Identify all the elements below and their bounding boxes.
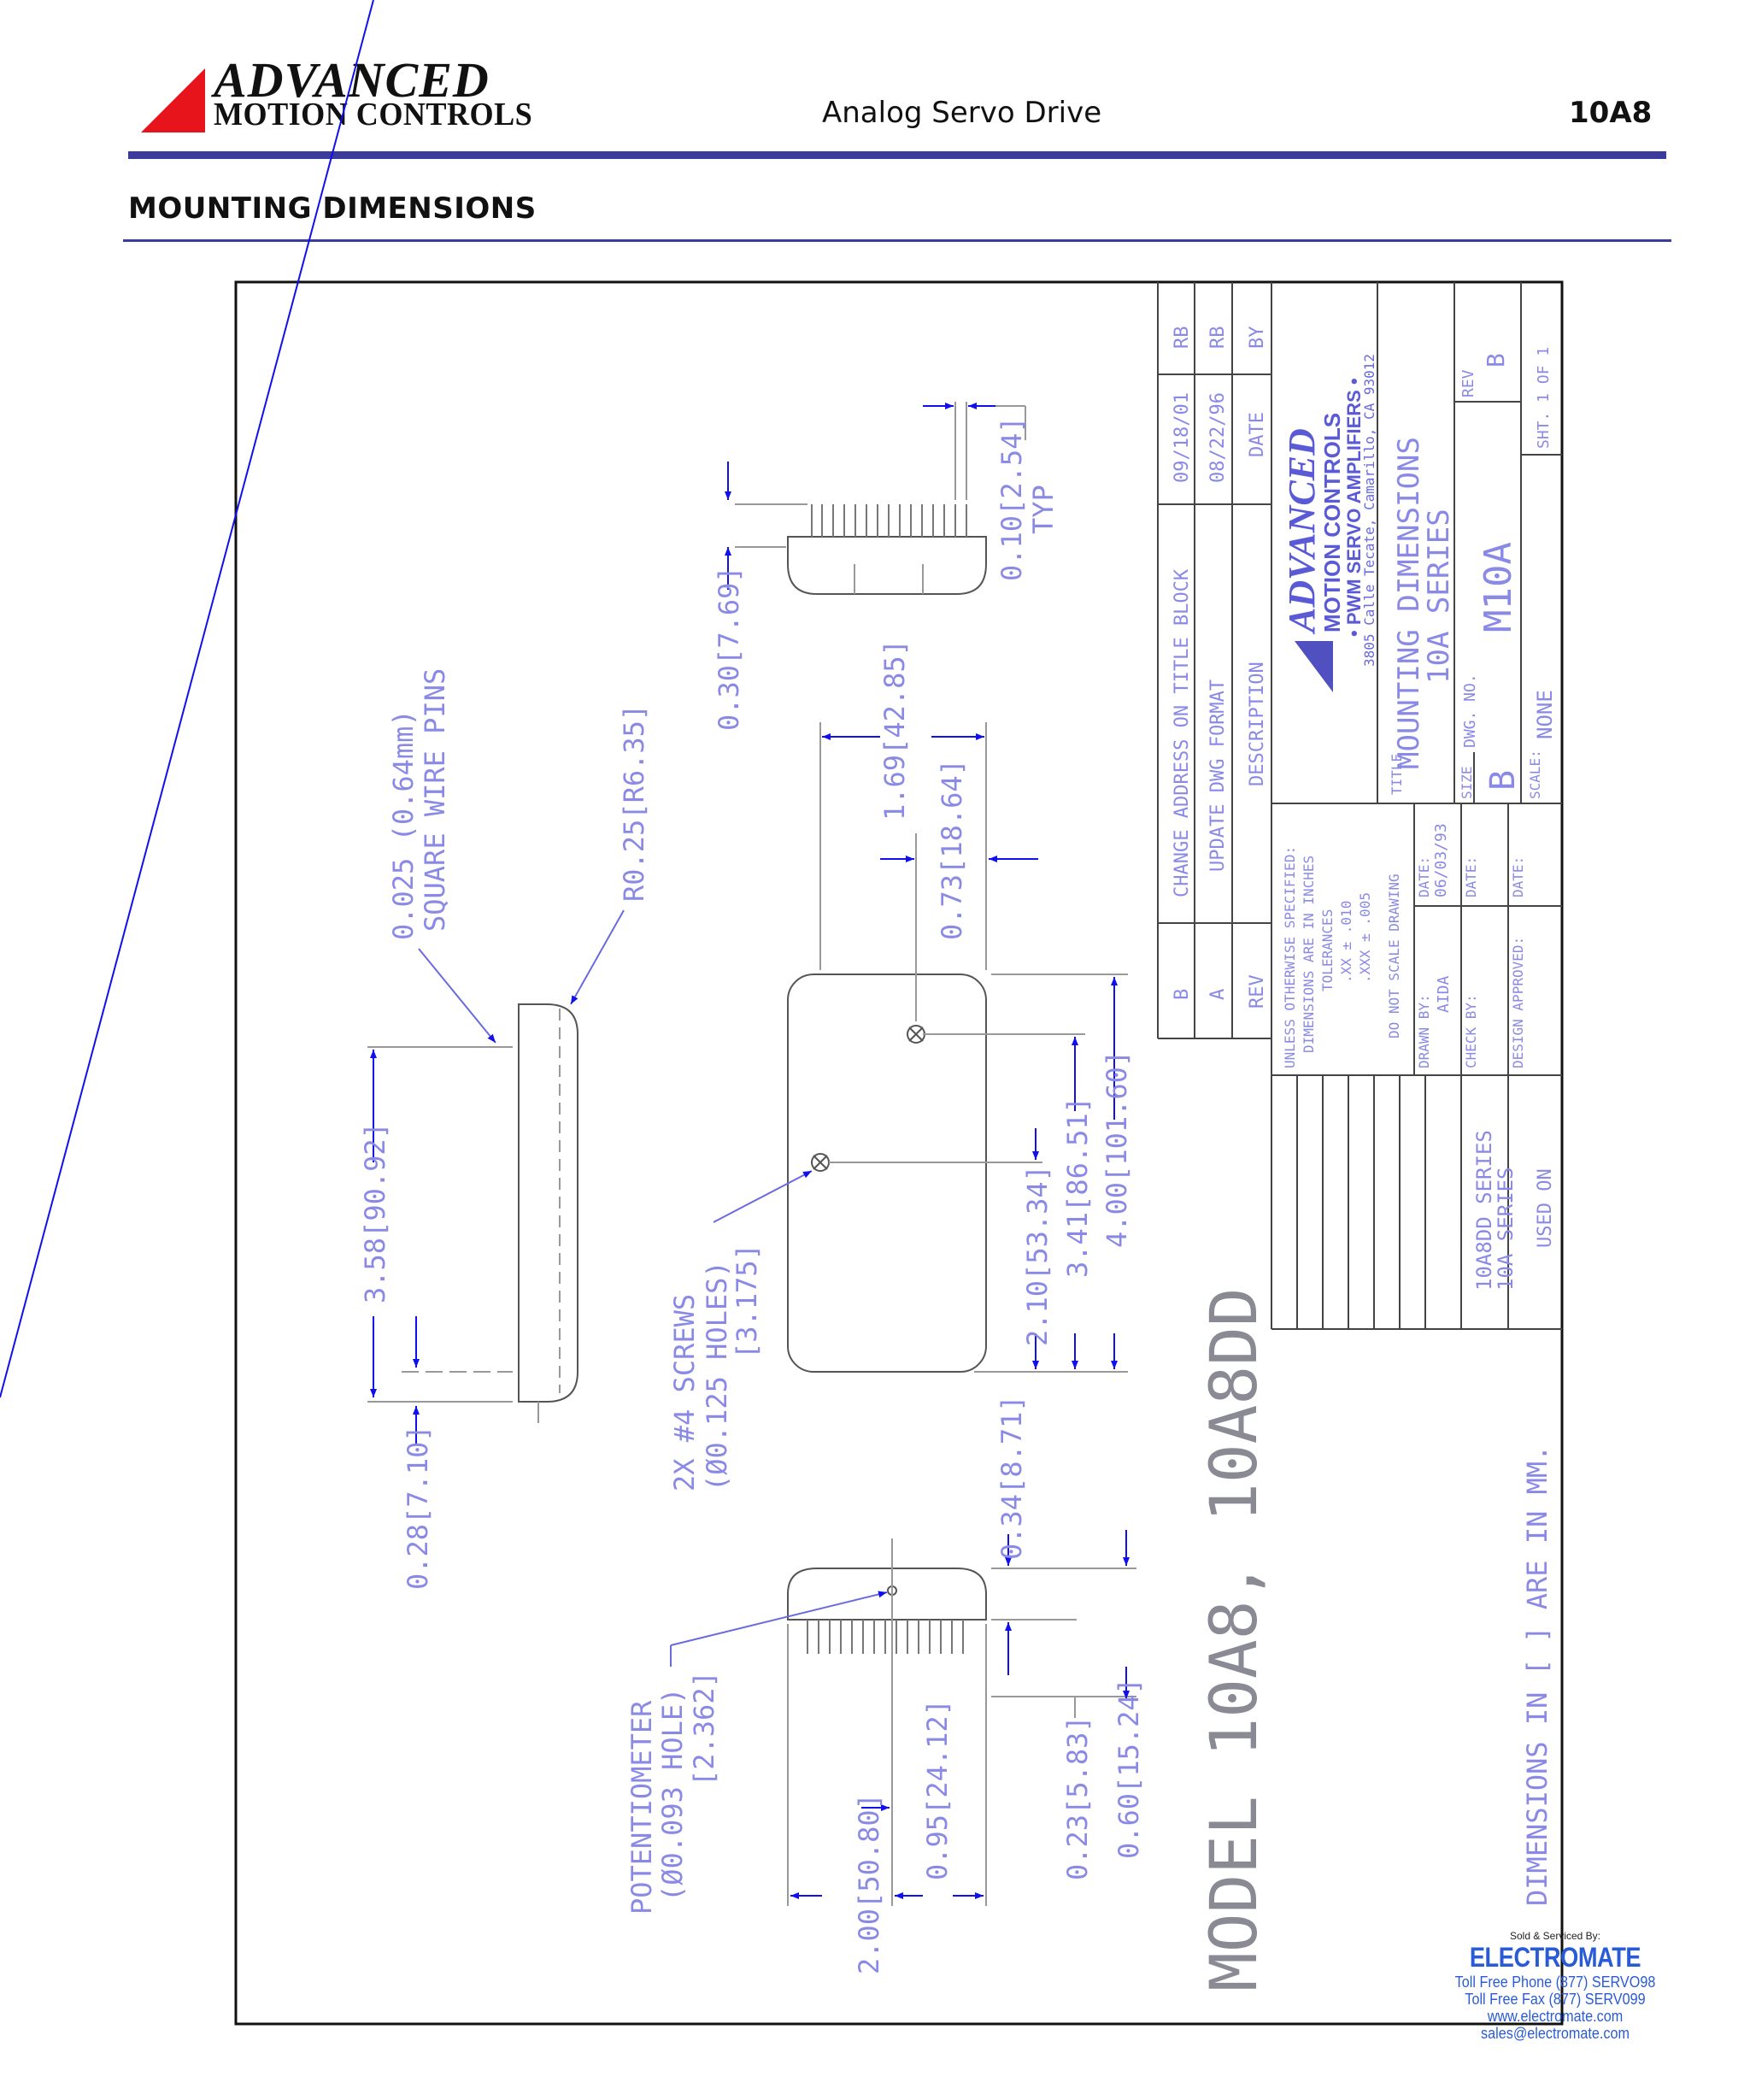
drawn-by-value: AIDA (1435, 975, 1453, 1013)
top-view (787, 504, 987, 595)
rev-b-description: CHANGE ADDRESS ON TITLE BLOCK (1172, 568, 1193, 897)
brand-line-1: ADVANCED (214, 52, 490, 108)
dim-top-pitch-typ: TYP (1027, 485, 1060, 534)
scale-label: SCALE: (1527, 750, 1543, 799)
approved-label: DESIGN APPROVED: (1510, 937, 1526, 1068)
note-pot-2: (Ø0.093 HOLE) (656, 1688, 689, 1902)
note-pins-1: 0.025 (0.64mm) (387, 709, 420, 940)
size-value: B (1483, 770, 1523, 791)
bottom-view (787, 1538, 987, 1906)
title-block-logo-mark (1295, 641, 1333, 692)
dim-front-length: 4.00[101.60] (1101, 1050, 1133, 1248)
rev-label: REV (1459, 369, 1477, 397)
dim-front-hole-y2: 3.41[86.51] (1061, 1097, 1094, 1278)
distributor-sold-by: Sold & Serviced By: (1509, 1930, 1601, 1942)
dim-front-width: 1.69[42.85] (878, 639, 911, 821)
sheet-number: SHT. 1 OF 1 (1535, 347, 1553, 449)
tolerance-line-6: DO NOT SCALE DRAWING (1386, 874, 1402, 1038)
dim-top-pitch: 0.10[2.54] (995, 416, 1028, 581)
note-radius: R0.25[R6.35] (618, 704, 650, 902)
dim-bottom-width: 2.00[50.80] (853, 1793, 885, 1974)
model-number: 10A8 (1569, 96, 1653, 130)
note-screws-1: 2X #4 SCREWS (668, 1294, 701, 1491)
title-block (1157, 282, 1562, 1330)
title-line-2: 10A SERIES (1422, 509, 1456, 684)
rev-a-code: A (1207, 989, 1229, 1000)
check-date-label: DATE: (1463, 856, 1479, 897)
distributor-website[interactable]: www.electromate.com (1487, 2008, 1624, 2025)
note-pot-1: POTENTIOMETER (625, 1700, 658, 1915)
distributor-stamp: Sold & Serviced By: ELECTROMATE Toll Fre… (1384, 1930, 1726, 2042)
dim-bottom-depth: 0.60[15.24] (1113, 1678, 1145, 1859)
front-view-dimensions (713, 722, 1128, 1373)
dim-side-offset: 0.28[7.10] (402, 1425, 434, 1590)
distributor-email[interactable]: sales@electromate.com (1480, 2025, 1630, 2042)
tolerance-line-4: .XX ± .010 (1338, 901, 1354, 983)
title-label: TITLE (1389, 754, 1405, 795)
col-rev: REV (1247, 974, 1268, 1009)
drawn-by-label: DRAWN BY: (1416, 994, 1432, 1068)
header-divider (128, 151, 1666, 159)
brand-line-2: MOTION CONTROLS (214, 97, 533, 132)
title-block-company-2: MOTION CONTROLS (1319, 413, 1345, 632)
dim-bottom-pot-x: 0.95[24.12] (921, 1699, 954, 1880)
approved-date-label: DATE: (1510, 856, 1526, 897)
drawing-border (234, 280, 1564, 2026)
used-on-1: 10A8DD SERIES (1472, 1130, 1496, 1291)
dim-bottom-pot-y: 0.23[5.83] (1061, 1715, 1094, 1880)
section-title: MOUNTING DIMENSIONS (128, 191, 537, 226)
front-view (787, 974, 987, 1373)
bottom-view-dimensions (670, 1530, 1136, 1899)
tolerance-line-5: .XXX ± .005 (1357, 892, 1373, 983)
dim-bottom-edge: 0.34[8.71] (995, 1395, 1028, 1560)
col-date: DATE (1247, 412, 1268, 457)
dwg-number-label: DWG. NO. (1461, 674, 1479, 748)
title-line-1: MOUNTING DIMENSIONS (1392, 437, 1426, 769)
top-view-dimensions (725, 402, 1026, 590)
note-pot-3: [2.362] (688, 1671, 720, 1786)
model-title: MODEL 10A8, 10A8DD (1195, 1287, 1271, 1991)
tolerance-line-3: TOLERANCES (1319, 909, 1336, 991)
check-by-label: CHECK BY: (1463, 994, 1479, 1068)
advanced-motion-controls-logo (141, 68, 205, 132)
dim-top-thickness: 0.30[7.69] (713, 566, 745, 731)
note-screws-2: (Ø0.125 HOLES) (701, 1261, 733, 1491)
dim-side-height: 3.58[90.92] (359, 1122, 391, 1303)
document-title: Analog Servo Drive (822, 96, 1102, 130)
rev-b-code: B (1172, 989, 1193, 1000)
rev-b-date: 09/18/01 (1172, 392, 1193, 483)
size-label: SIZE (1459, 766, 1475, 799)
title-block-company: ADVANCED MOTION CONTROLS • PWM SERVO AMP… (1281, 354, 1377, 692)
drawn-date-value: 06/03/93 (1432, 823, 1450, 897)
col-by: BY (1247, 326, 1268, 350)
scale-value: NONE (1533, 690, 1557, 739)
distributor-phone: Toll Free Phone (877) SERVO98 (1454, 1974, 1656, 1991)
note-pins-2: SQUARE WIRE PINS (419, 668, 451, 932)
col-description: DESCRIPTION (1247, 662, 1268, 786)
side-view (367, 1003, 578, 1423)
rev-a-description: UPDATE DWG FORMAT (1207, 679, 1229, 872)
rev-b-by: RB (1172, 326, 1193, 350)
note-screws-3: [3.175] (731, 1244, 763, 1359)
distributor-name: ELECTROMATE (1469, 1942, 1641, 1973)
tolerance-line-1: UNLESS OTHERWISE SPECIFIED: (1282, 846, 1298, 1068)
dim-front-hole-x: 0.73[18.64] (936, 759, 968, 940)
tolerance-line-2: DIMENSIONS ARE IN INCHES (1301, 856, 1317, 1053)
title-block-company-3: • PWM SERVO AMPLIFIERS • (1343, 378, 1365, 637)
rev-value: B (1482, 353, 1510, 368)
used-on-2: 10A SERIES (1494, 1168, 1518, 1291)
dimensions-note: DIMENSIONS IN [ ] ARE IN MM. (1521, 1445, 1553, 1906)
section-divider (123, 239, 1671, 242)
rev-a-date: 08/22/96 (1207, 392, 1229, 483)
title-block-address: 3805 Calle Tecate, Camarillo, CA 93012 (1361, 354, 1377, 667)
used-on-label: USED ON (1535, 1168, 1556, 1248)
distributor-fax: Toll Free Fax (877) SERV099 (1465, 1991, 1646, 2008)
drawn-date-label: DATE: (1416, 856, 1432, 897)
dim-front-hole-y1: 2.10[53.34] (1021, 1165, 1054, 1346)
side-view-dimensions (0, 0, 625, 1444)
rev-a-by: RB (1207, 326, 1229, 350)
title-block-company-1: ADVANCED (1281, 428, 1323, 635)
dwg-number-value: M10A (1477, 542, 1520, 632)
